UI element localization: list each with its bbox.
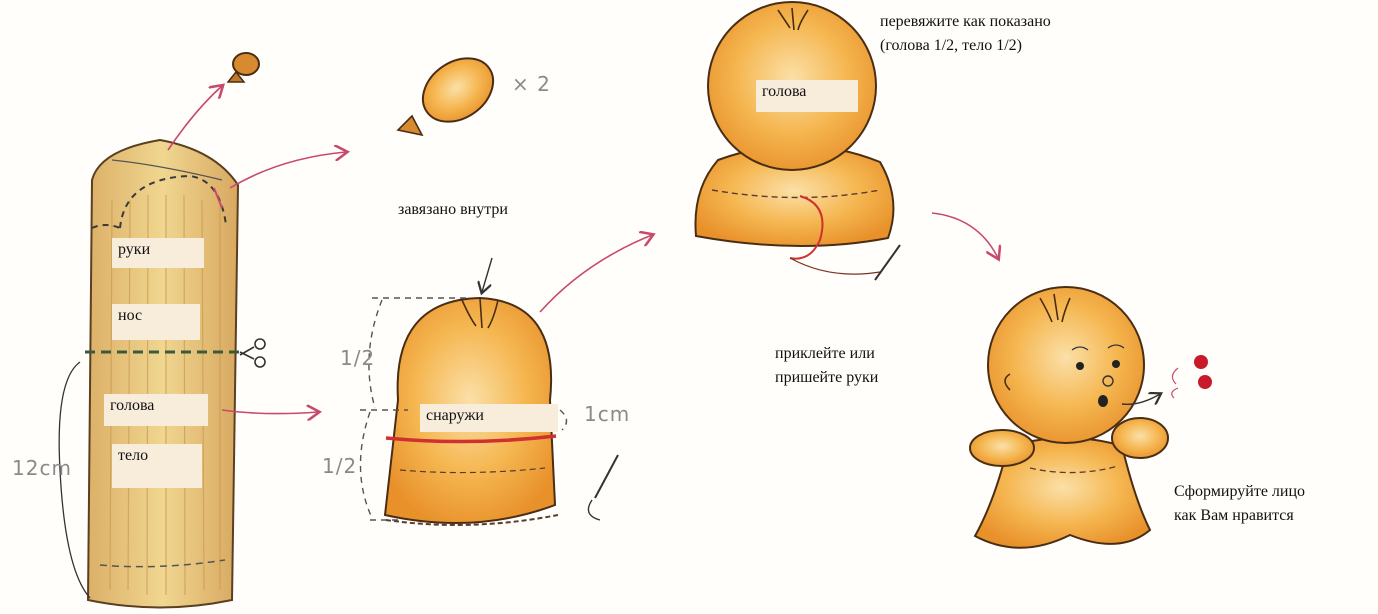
label-face-line1: Сформируйте лицо	[1174, 482, 1305, 501]
annotation-one-cm: 1cm	[584, 402, 630, 426]
length-bracket	[59, 362, 90, 598]
label-tie-note-line2: (голова 1/2, тело 1/2)	[880, 36, 1022, 55]
label-body: тело	[112, 444, 202, 488]
annotation-half-top: 1/2	[340, 346, 375, 370]
label-head-on-ball: голова	[756, 80, 858, 112]
tie-point-arrow	[482, 258, 492, 292]
step-arrows	[168, 86, 998, 414]
label-arms: руки	[112, 238, 204, 268]
sock-drawing	[85, 140, 242, 608]
label-head: голова	[104, 394, 208, 426]
label-tied-inside: завязано внутри	[398, 200, 508, 219]
annotation-times-two: × 2	[512, 72, 551, 96]
arm-ball-drawing	[398, 45, 505, 135]
label-nose: нос	[112, 304, 200, 340]
annotation-length: 12cm	[12, 456, 72, 480]
red-beads-icon	[1172, 355, 1212, 398]
annotation-half-bottom: 1/2	[322, 454, 357, 478]
label-outside: снаружи	[420, 404, 558, 432]
nose-ball-drawing	[228, 53, 259, 82]
label-tie-note-line1: перевяжите как показано	[880, 12, 1051, 31]
label-face-line2: как Вам нравится	[1174, 506, 1294, 525]
label-glue-line1: приклейте или	[775, 344, 875, 363]
finished-doll-drawing	[970, 287, 1168, 548]
scissors-icon	[240, 339, 265, 367]
doll-head-body-drawing	[695, 2, 900, 280]
needle-icon	[588, 455, 618, 520]
label-glue-line2: пришейте руки	[775, 368, 878, 387]
